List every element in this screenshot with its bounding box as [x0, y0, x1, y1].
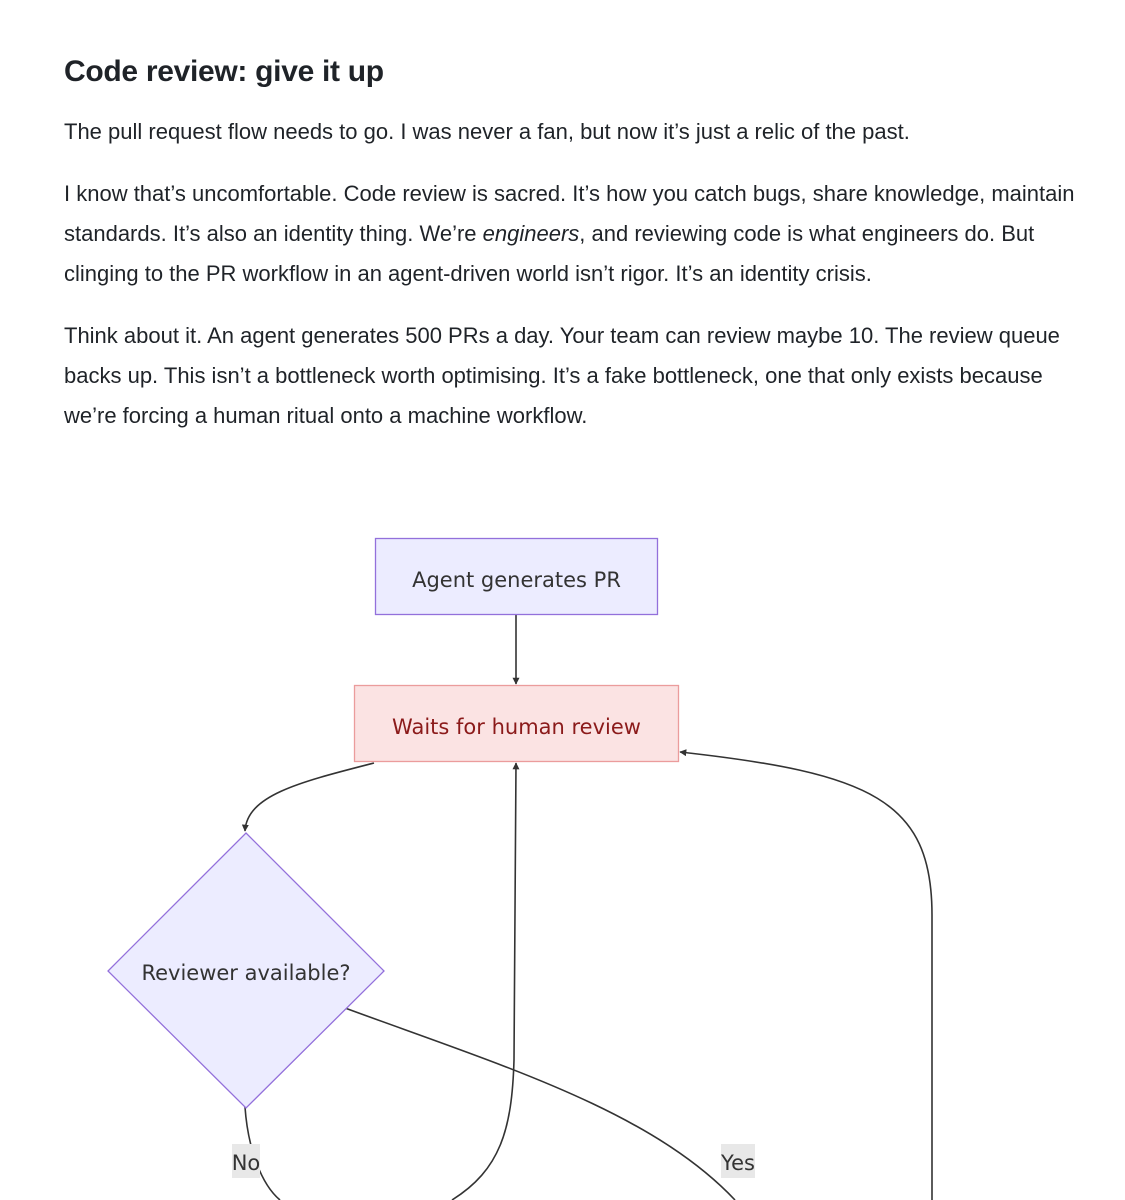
emphasis-engineers: engineers [482, 221, 580, 246]
article: Code review: give it up The pull request… [64, 50, 1094, 458]
edge-right-loop-to-waits [679, 749, 933, 1200]
paragraph-identity-start: I know that’s uncomfortable. Code review… [64, 181, 1075, 246]
node-reviewer-available: Reviewer available? [107, 832, 385, 1109]
paragraph-identity: I know that’s uncomfortable. Code review… [64, 174, 1094, 294]
node-agent-generates-pr: Agent generates PR [374, 537, 659, 616]
paragraph-bottleneck: Think about it. An agent generates 500 P… [64, 323, 1060, 428]
node-waits-label: Waits for human review [392, 715, 641, 739]
paragraph-intro: The pull request flow needs to go. I was… [64, 119, 910, 144]
edge-decision-yes [344, 1007, 736, 1200]
node-decision-label: Reviewer available? [141, 961, 350, 985]
edge-waits-to-decision [241, 762, 375, 832]
edge-loop-up-to-waits [451, 762, 520, 1200]
paragraph-identity-end: , and reviewing code is what engineers d… [64, 221, 1035, 286]
edge-label-no: No [232, 1144, 261, 1178]
edge-label-no-text: No [232, 1151, 261, 1175]
edge-label-yes: Yes [720, 1144, 755, 1178]
edge-label-yes-text: Yes [720, 1151, 755, 1175]
node-agent-label: Agent generates PR [412, 568, 621, 592]
article-heading: Code review: give it up [64, 55, 384, 88]
node-waits-for-human-review: Waits for human review [353, 684, 680, 763]
